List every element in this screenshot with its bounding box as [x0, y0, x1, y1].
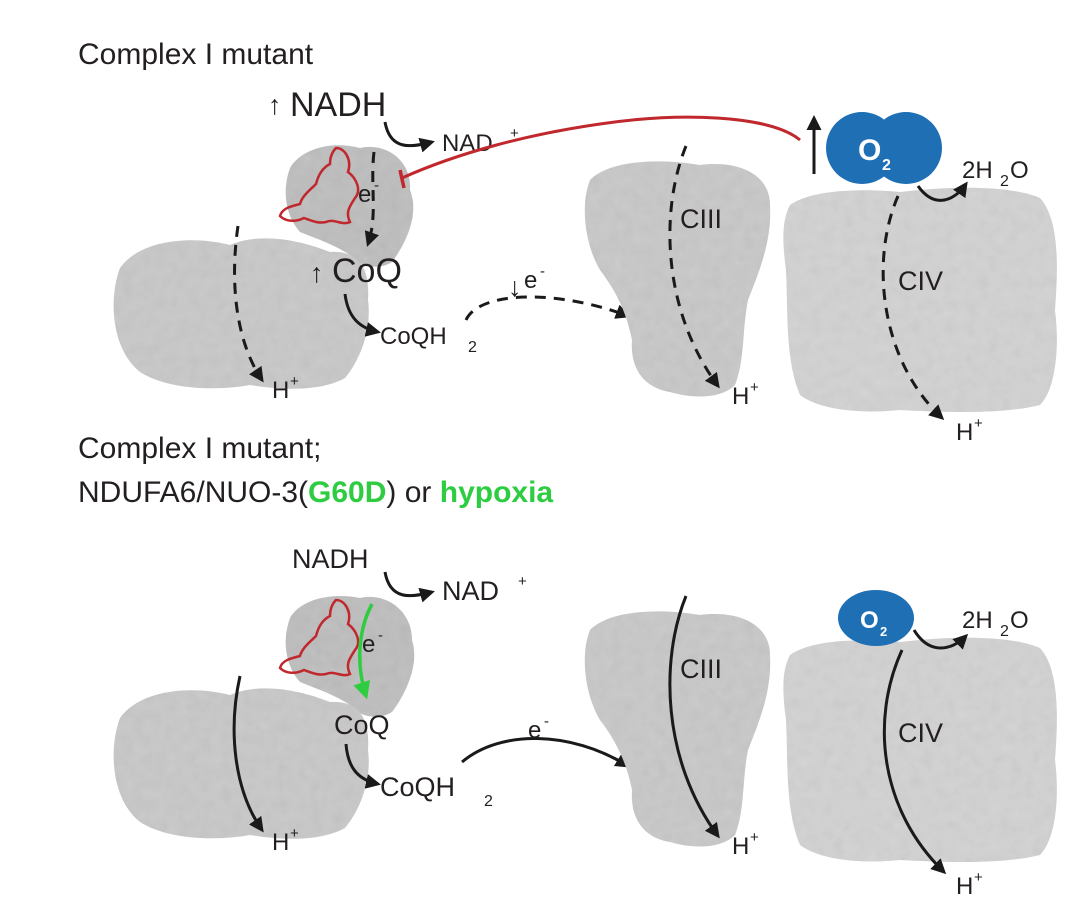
ci-proton-path-dashed: [233, 225, 264, 383]
bottom-ci-proton-path: [232, 675, 264, 833]
coq-to-coqh2-arrow: [343, 293, 381, 337]
top-ci-electron: e: [358, 181, 371, 208]
nadh-up-arrow: ↑: [268, 90, 282, 120]
heading-prefix: NDUFA6/NUO-3(: [78, 476, 308, 509]
bottom-civ-label: CIV: [898, 718, 943, 748]
ci-electron-path-dashed: [364, 151, 379, 247]
bottom-ciii-proton: H: [732, 833, 749, 860]
nadh-to-nad-arrow: [383, 121, 435, 153]
bottom-water-o: O: [1010, 607, 1029, 634]
top-panel: Complex I mutant ↑ NADH NAD + e - ↑ CoQ …: [78, 38, 1057, 446]
bottom-o2-subscript: 2: [880, 624, 887, 639]
top-transfer-electron-superscript: -: [540, 263, 545, 280]
top-ci-electron-superscript: -: [374, 177, 379, 194]
top-civ-proton-superscript: +: [974, 415, 983, 432]
bottom-heading-line1: Complex I mutant;: [78, 432, 321, 465]
bottom-civ-proton: H: [956, 873, 973, 900]
bottom-complex-iv-protein: [783, 637, 1057, 863]
mutation-site-outline: [278, 146, 360, 225]
top-coqh2-subscript: 2: [468, 339, 477, 356]
top-water-o: O: [1010, 157, 1029, 184]
inhibition-bar: [398, 169, 406, 189]
bottom-ciii-label: CIII: [680, 654, 722, 684]
top-ciii-proton-superscript: +: [750, 379, 759, 396]
bottom-o2-to-water-arrow: [912, 629, 969, 650]
top-ci-proton: H: [272, 377, 289, 404]
bottom-nad-superscript: +: [518, 573, 527, 590]
bottom-coqh2-subscript: 2: [484, 793, 493, 810]
bottom-ci-electron-superscript: -: [378, 627, 383, 644]
bottom-nadh-to-nad-arrow: [383, 571, 435, 603]
bottom-panel: Complex I mutant; NDUFA6/NUO-3(G60D) or …: [78, 432, 1057, 900]
electron-down-arrow: ↓: [508, 272, 522, 302]
bottom-coq-label: CoQ: [334, 710, 390, 740]
top-transfer-electron: e: [524, 267, 537, 294]
bottom-civ-proton-path: [882, 649, 947, 875]
bottom-mutation-site-outline: [278, 598, 360, 677]
hypoxia-label: hypoxia: [440, 476, 554, 509]
bottom-ci-proton-superscript: +: [290, 825, 299, 842]
bottom-coq-to-ciii-electron: [461, 737, 631, 768]
bottom-ciii-proton-superscript: +: [750, 829, 759, 846]
mutation-label: G60D: [308, 476, 386, 509]
bottom-water-subscript: 2: [1000, 623, 1009, 640]
top-water-subscript: 2: [1000, 173, 1009, 190]
bottom-water-label: 2H: [962, 607, 993, 634]
top-nad-superscript: +: [510, 125, 519, 142]
top-coq-label: CoQ: [332, 252, 402, 290]
top-oxygen-molecule: O 2: [826, 112, 942, 184]
coq-up-arrow: ↑: [310, 258, 324, 288]
ciii-proton-path-dashed: [668, 145, 720, 389]
bottom-oxygen-molecule: O 2: [838, 590, 914, 646]
oxygen-inhibition-line: [401, 115, 801, 180]
bottom-nad-label: NAD: [442, 576, 499, 606]
bottom-ci-electron: e: [362, 631, 375, 658]
bottom-nadh-label: NADH: [292, 544, 369, 574]
top-civ-label: CIV: [898, 266, 943, 296]
coq-to-ciii-electron-dashed: [464, 295, 631, 321]
top-water-label: 2H: [962, 157, 993, 184]
complex-iii-protein: [584, 161, 771, 397]
bottom-civ-proton-superscript: +: [974, 869, 983, 886]
bottom-ciii-proton-path: [668, 595, 720, 839]
top-o2-label: O: [858, 134, 881, 167]
top-nadh-label: NADH: [290, 86, 386, 124]
bottom-coq-to-coqh2-arrow: [344, 743, 381, 789]
top-o2-to-water-arrow: [916, 181, 968, 202]
civ-proton-path-dashed: [881, 195, 945, 421]
rescued-electron-path: [353, 603, 374, 700]
top-coqh2-label: CoQH: [380, 323, 447, 350]
top-civ-proton: H: [956, 419, 973, 446]
bottom-ci-proton: H: [272, 829, 289, 856]
top-ciii-label: CIII: [680, 204, 722, 234]
heading-middle: ) or: [386, 476, 439, 509]
bottom-transfer-electron-superscript: -: [544, 713, 549, 730]
top-ci-proton-superscript: +: [290, 373, 299, 390]
bottom-complex-iii-protein: [584, 611, 771, 847]
top-heading: Complex I mutant: [78, 38, 314, 71]
top-ciii-proton: H: [732, 383, 749, 410]
bottom-coqh2-label: CoQH: [380, 772, 455, 802]
bottom-transfer-electron: e: [528, 717, 541, 744]
complex-iv-protein: [783, 187, 1057, 413]
bottom-o2-label: O: [860, 607, 879, 634]
bottom-heading-line2: NDUFA6/NUO-3(G60D) or hypoxia: [78, 476, 553, 509]
bottom-complex-i-protein: [113, 596, 415, 839]
top-o2-subscript: 2: [882, 157, 891, 174]
